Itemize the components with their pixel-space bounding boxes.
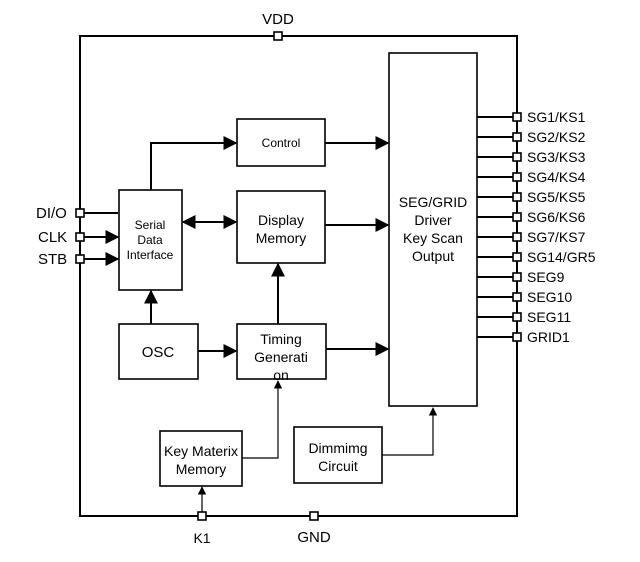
dimming-label-1: Dimmimg [308, 440, 367, 456]
driver-label-1: SEG/GRID [399, 194, 467, 210]
keymatrix-to-timing-arrow [242, 380, 283, 459]
vdd-label: VDD [262, 11, 294, 28]
output-pin-pad [512, 172, 522, 182]
driver-label-3: Key Scan [403, 230, 463, 246]
dio-label: DI/O [36, 205, 67, 222]
vdd-pin-pad [273, 31, 283, 41]
output-label-sg14-gr5: SG14/GR5 [527, 249, 596, 265]
output-pin-pad [512, 252, 522, 262]
control-block [236, 118, 326, 167]
output-pin-pad [512, 292, 522, 302]
output-pin-pad [512, 272, 522, 282]
output-pin-pad [512, 152, 522, 162]
driver-label-4: Output [412, 248, 454, 264]
output-lines [477, 116, 513, 338]
output-label-seg11: SEG11 [527, 309, 571, 325]
dimming-circuit-block [293, 426, 383, 484]
output-label-sg7-ks7: SG7/KS7 [527, 229, 586, 245]
control-label: Control [262, 136, 301, 150]
dimming-label-2: Circuit [318, 458, 358, 474]
output-pin-pad [512, 312, 522, 322]
stb-label: STB [38, 251, 67, 268]
gnd-pin-pad [309, 511, 319, 521]
output-label-sg2-ks2: SG2/KS2 [527, 129, 586, 145]
output-label-seg9: SEG9 [527, 269, 565, 285]
output-pin-pad [512, 132, 522, 142]
gnd-label: GND [297, 529, 331, 546]
stb-pin-pad [75, 254, 85, 264]
timing-generation-block [236, 323, 327, 380]
display-label-2: Memory [256, 230, 307, 246]
timing-label-1: Timing [260, 331, 302, 347]
output-pin-pad [512, 232, 522, 242]
dimming-to-driver-arrow [382, 407, 438, 456]
output-label-sg3-ks3: SG3/KS3 [527, 149, 586, 165]
output-label-grid1: GRID1 [527, 329, 570, 345]
output-label-sg4-ks4: SG4/KS4 [527, 169, 586, 185]
k1-pin-pad [197, 511, 207, 521]
driver-label-2: Driver [414, 212, 452, 228]
k1-label: K1 [193, 530, 210, 546]
keymatrix-label-2: Memory [176, 461, 227, 477]
osc-label: OSC [142, 344, 175, 361]
output-pads [512, 112, 522, 342]
keymatrix-label-1: Key Materix [164, 443, 238, 459]
serial-label-3: Interface [127, 248, 174, 262]
dio-pin-pad [75, 208, 85, 218]
display-memory-block [236, 190, 326, 264]
osc-block [118, 323, 199, 380]
display-label-1: Display [258, 212, 304, 228]
output-label-sg5-ks5: SG5/KS5 [527, 189, 586, 205]
timing-label-3: on [273, 367, 289, 383]
output-label-sg1-ks1: SG1/KS1 [527, 109, 586, 125]
output-labels: SG1/KS1 SG2/KS2 SG3/KS3 SG4/KS4 SG5/KS5 … [527, 109, 596, 345]
output-pin-pad [512, 112, 522, 122]
clk-pin-pad [75, 232, 85, 242]
output-label-seg10: SEG10 [527, 289, 572, 305]
serial-data-interface-block [118, 189, 183, 291]
clk-label: CLK [38, 229, 67, 246]
serial-label-1: Serial [135, 218, 166, 232]
output-pin-pad [512, 332, 522, 342]
timing-label-2: Generati [254, 349, 308, 365]
output-pin-pad [512, 192, 522, 202]
seg-grid-driver-block [388, 52, 478, 407]
output-label-sg6-ks6: SG6/KS6 [527, 209, 586, 225]
serial-label-2: Data [137, 233, 163, 247]
output-pin-pad [512, 212, 522, 222]
serial-to-control-arrow [150, 136, 238, 190]
